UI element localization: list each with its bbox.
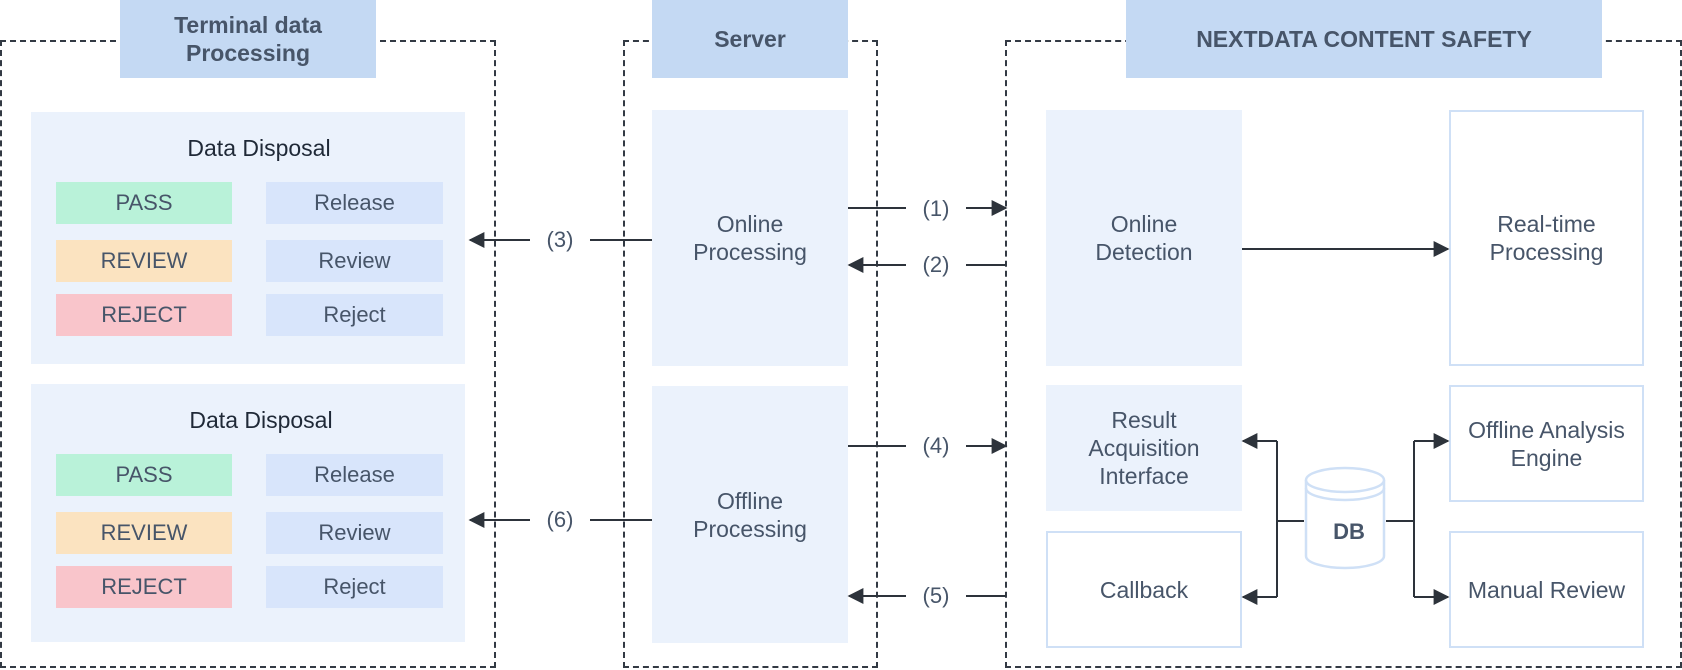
data-disposal-panel-2: Data Disposal PASS Release REVIEW Review… [31, 384, 465, 642]
review-action: Review [266, 240, 443, 282]
offline-processing-box: Offline Processing [652, 386, 848, 643]
nextdata-group-title: NEXTDATA CONTENT SAFETY [1126, 0, 1602, 78]
step-6-label: (6) [530, 507, 590, 533]
result-acquisition-interface-box: Result Acquisition Interface [1046, 385, 1242, 511]
manual-review-box: Manual Review [1449, 531, 1644, 648]
pass-tag: PASS [56, 454, 232, 496]
online-detection-box: Online Detection [1046, 110, 1242, 366]
reject-action: Reject [266, 566, 443, 608]
db-label: DB [1333, 519, 1365, 544]
pass-tag: PASS [56, 182, 232, 224]
step-5-label: (5) [906, 583, 966, 609]
reject-tag: REJECT [56, 566, 232, 608]
step-3-label: (3) [530, 227, 590, 253]
realtime-processing-box: Real-time Processing [1449, 110, 1644, 366]
callback-box: Callback [1046, 531, 1242, 648]
offline-analysis-engine-box: Offline Analysis Engine [1449, 385, 1644, 502]
data-disposal-title: Data Disposal [189, 407, 333, 433]
release-action: Release [266, 454, 443, 496]
reject-tag: REJECT [56, 294, 232, 336]
data-disposal-panel-1: Data Disposal PASS Release REVIEW Review… [31, 112, 465, 364]
step-2-label: (2) [906, 252, 966, 278]
release-action: Release [266, 182, 443, 224]
step-4-label: (4) [906, 433, 966, 459]
reject-action: Reject [266, 294, 443, 336]
terminal-group-title: Terminal data Processing [120, 0, 376, 78]
online-processing-box: Online Processing [652, 110, 848, 366]
data-disposal-title: Data Disposal [187, 135, 331, 161]
step-1-label: (1) [906, 196, 966, 222]
review-action: Review [266, 512, 443, 554]
review-tag: REVIEW [56, 512, 232, 554]
db-cylinder-icon [1304, 466, 1386, 570]
review-tag: REVIEW [56, 240, 232, 282]
server-group-title: Server [652, 0, 848, 78]
